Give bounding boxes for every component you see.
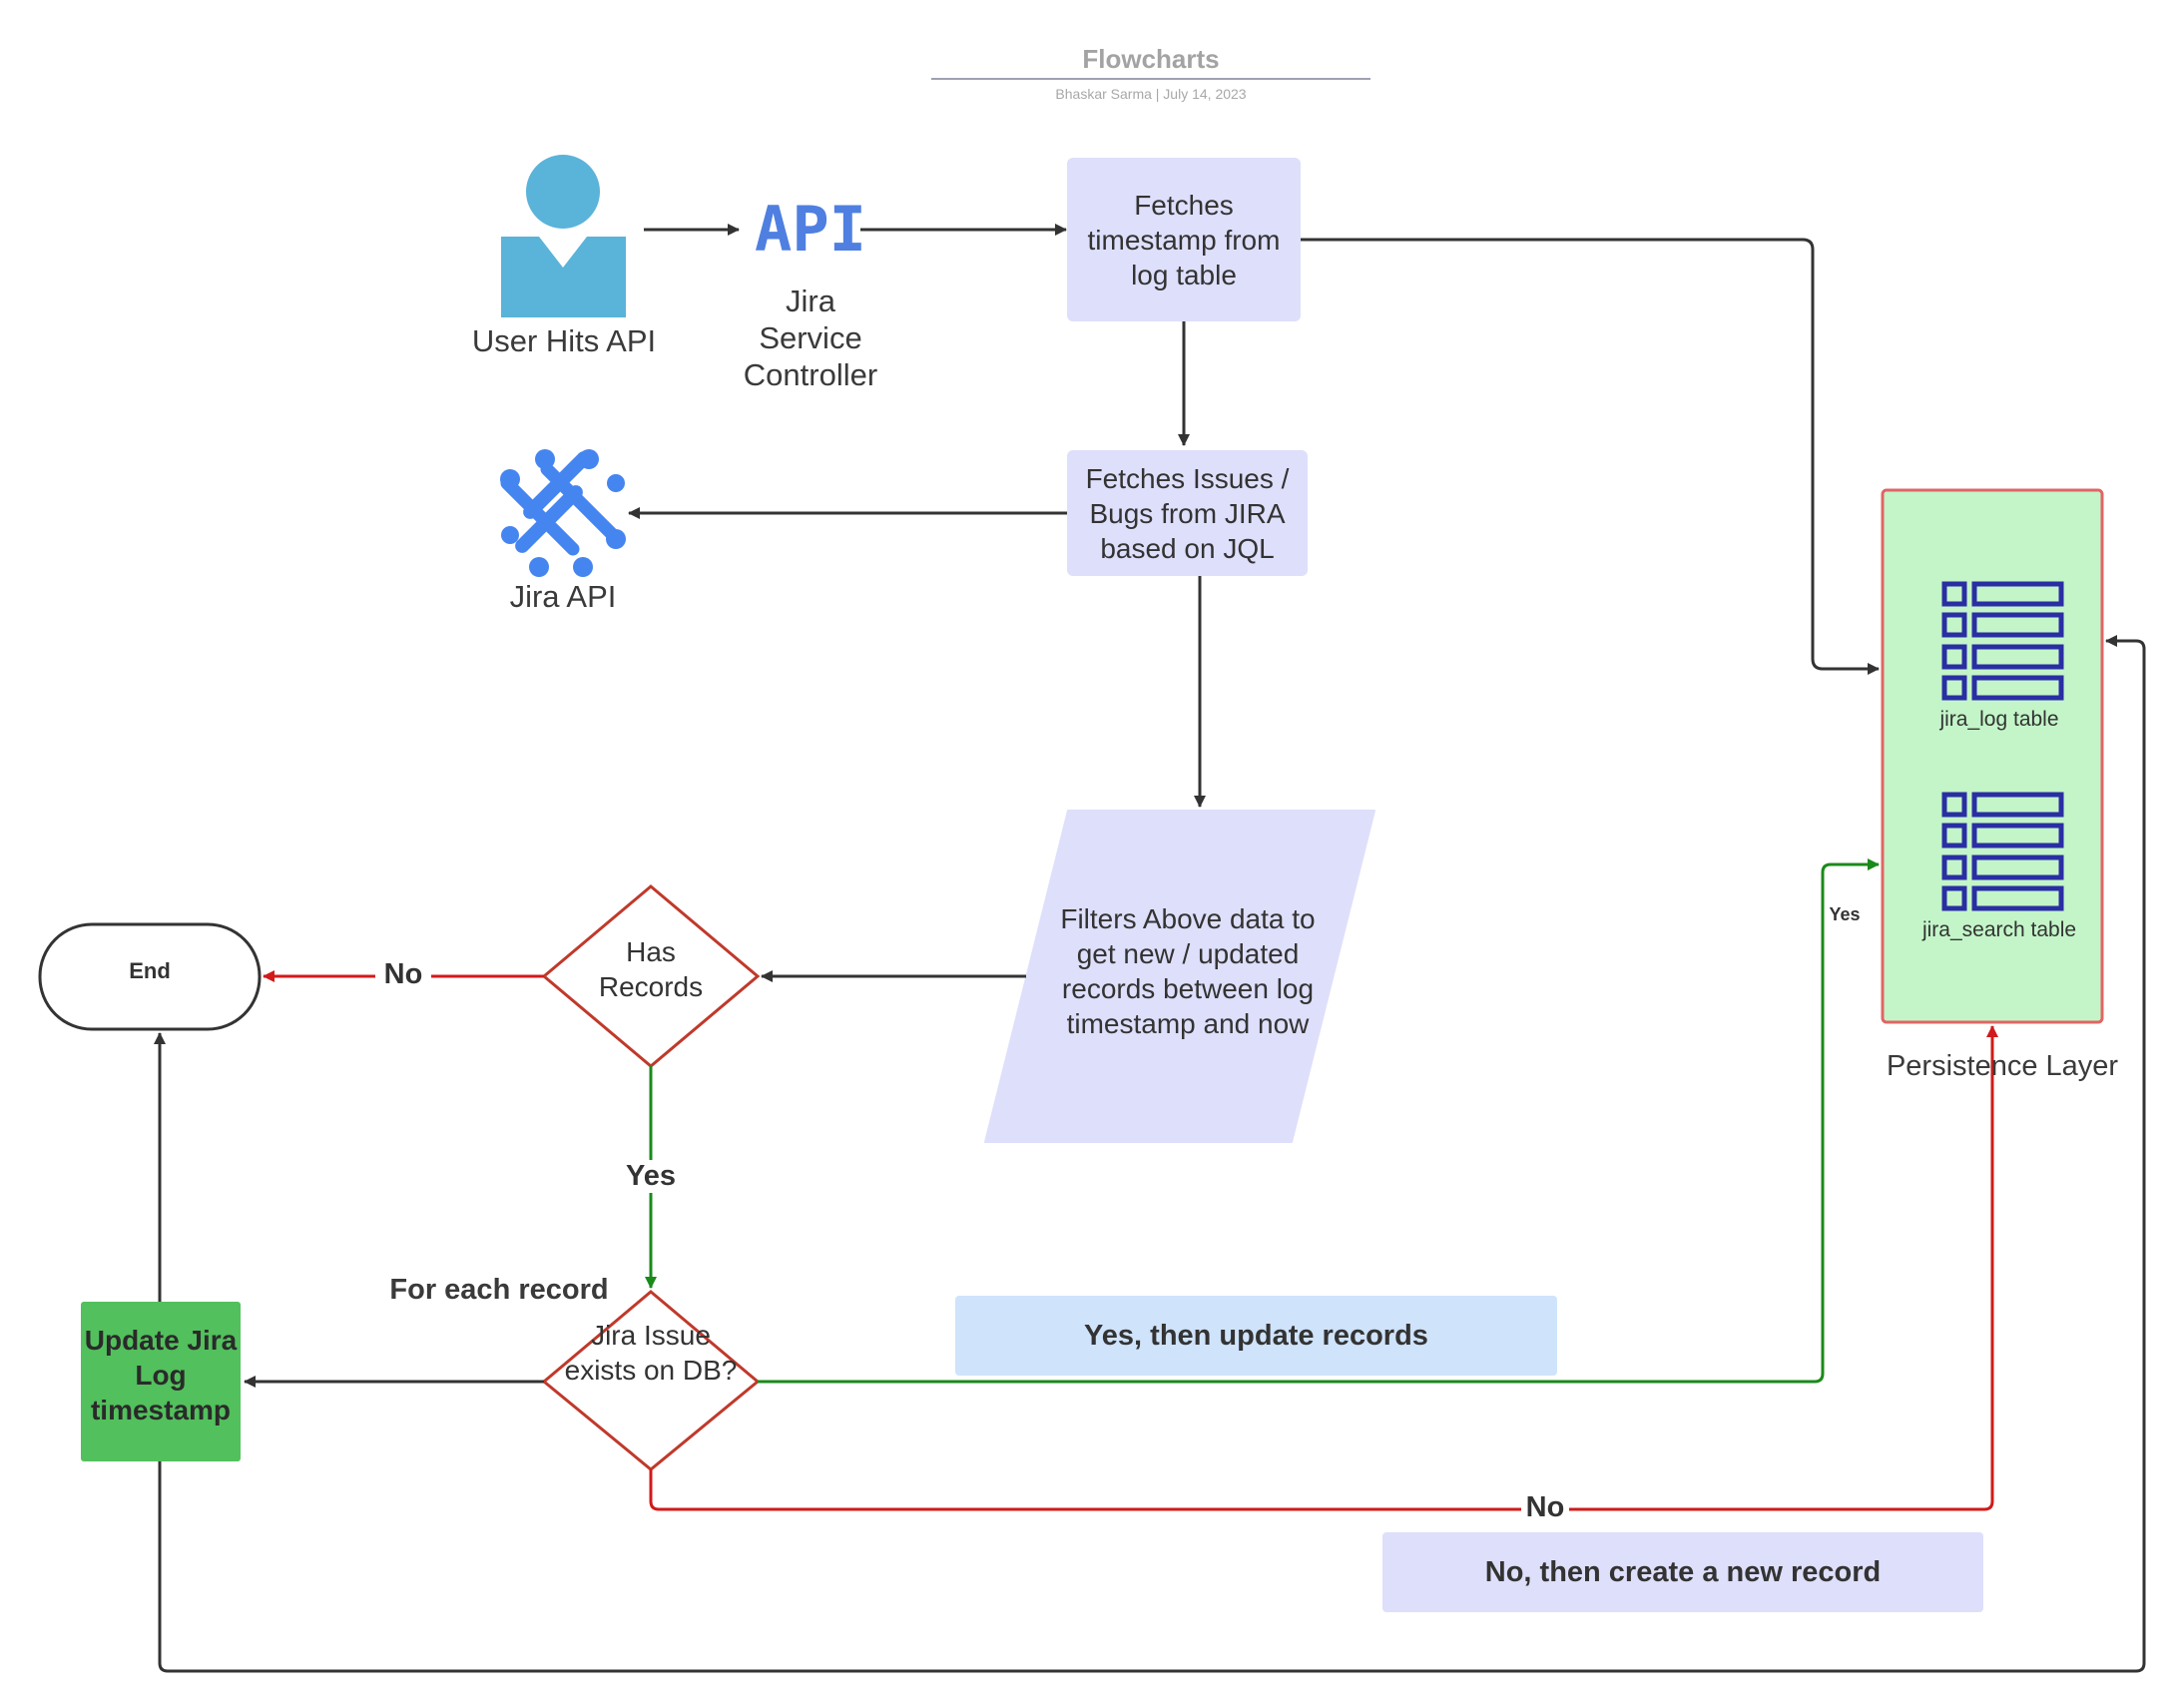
update-log-box — [81, 1302, 241, 1461]
edge-label-no-has-records: No — [375, 958, 431, 991]
page-subtitle: Bhaskar Sarma | July 14, 2023 — [1055, 86, 1247, 102]
jira-log-table-label: jira_log table — [1939, 708, 2059, 731]
note-no-create: No, then create a new record — [1382, 1532, 1983, 1612]
edge-fetch-timestamp-to-persistence — [1301, 238, 1880, 675]
edge-label-no-issue: No — [1521, 1491, 1569, 1524]
filter-parallelogram — [984, 810, 1375, 1143]
has-records-label: Has Records — [598, 936, 704, 1002]
fetch-issues-box: Fetches Issues / Bugs from JIRA based on… — [1067, 450, 1308, 576]
persistence-layer-label: Persistence Layer — [1886, 1050, 2119, 1082]
jira-api-label: Jira API — [509, 579, 617, 614]
fetch-timestamp-box: Fetches timestamp from log table — [1067, 158, 1301, 321]
jira-api-icon — [500, 449, 626, 577]
end-label: End — [129, 958, 171, 983]
update-log-label: Update Jira Log timestamp — [84, 1325, 238, 1425]
edge-label-yes-small: Yes — [1829, 904, 1861, 924]
edge-label-for-each-record: For each record — [389, 1274, 609, 1306]
filter-label: Filters Above data to get new / updated … — [1060, 903, 1316, 1039]
page-title: Flowcharts — [1082, 44, 1220, 74]
user-label: User Hits API — [471, 323, 657, 358]
api-icon: API — [755, 193, 866, 266]
persistence-layer-box — [1881, 488, 2104, 1024]
edge-update-log-to-persistence — [158, 635, 2146, 1673]
edge-label-yes-has-records: Yes — [619, 1160, 683, 1193]
jira-search-table-icon — [1941, 792, 2064, 911]
user-icon — [501, 155, 626, 317]
controller-label: Jira Service Controller — [743, 284, 878, 392]
end-terminator — [38, 922, 262, 1031]
note-yes-update: Yes, then update records — [955, 1296, 1557, 1376]
edge-issue-exists-yes-to-persistence — [758, 858, 1880, 1384]
edge-issue-exists-no-to-persistence — [649, 1025, 1998, 1511]
issue-exists-label: Jira Issue exists on DB? — [564, 1320, 738, 1386]
jira-search-table-label: jira_search table — [1921, 918, 2077, 941]
jira-log-table-icon — [1941, 581, 2064, 701]
